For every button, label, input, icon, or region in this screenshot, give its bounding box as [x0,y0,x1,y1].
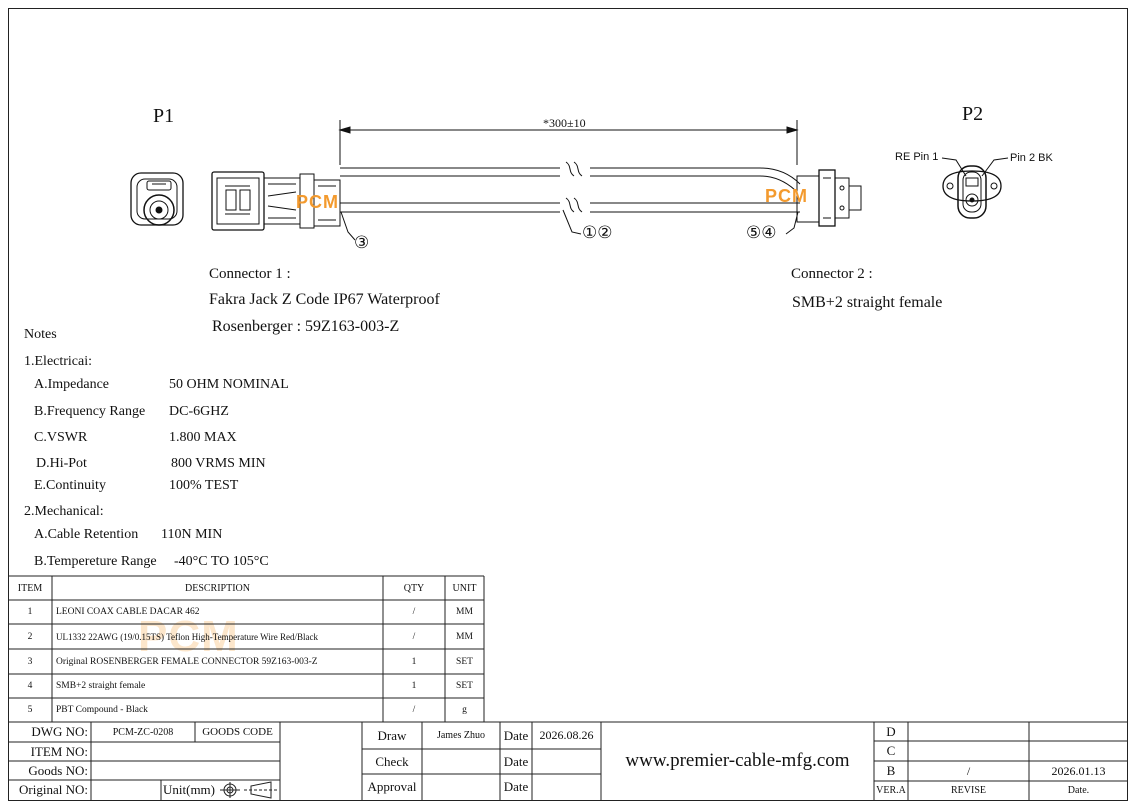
bom-cell-item: 1 [27,607,33,617]
electrical-heading: 1.Electricai: [24,354,93,369]
connector1-title: Connector 1 : [209,266,291,282]
note-label: A.Cable Retention [34,527,139,542]
bom-cell-unit: g [462,705,467,715]
bom-cell-qty: 1 [411,681,417,691]
note-label: E.Continuity [34,478,106,493]
pin1-label: RE Pin 1 [895,151,939,163]
p1-label: P1 [153,105,175,127]
pin2-label: Pin 2 BK [1010,152,1053,164]
p1-front-view [130,172,184,226]
note-label: D.Hi-Pot [36,456,87,471]
dwg-no-label: DWG NO: [31,724,88,739]
notes-title: Notes [24,327,57,342]
connector2-title: Connector 2 : [791,266,873,282]
pcm-watermark-logo: PCM [296,192,339,212]
bom-cell-item: 3 [27,656,33,667]
note-label: C.VSWR [34,430,88,445]
version-label: VER.A [876,785,906,796]
bom-header-unit: UNIT [452,582,477,594]
bom-cell-item: 2 [27,631,33,642]
check-label: Check [375,753,409,769]
rev-row-label: D [886,723,896,739]
goods-code-label: GOODS CODE [202,726,273,738]
note-value: 1.800 MAX [169,430,237,445]
note-value: 100% TEST [169,478,239,493]
bom-cell-qty: / [412,607,416,617]
connector2-side-view [796,169,862,227]
connector1-part: Rosenberger : 59Z163-003-Z [212,318,400,335]
bom-cell-unit: SET [456,656,473,667]
original-no-label: Original NO: [19,782,88,797]
bom-cell-qty: 1 [411,656,417,667]
note-label: B.Frequency Range [34,404,146,419]
callout-3: ③ [354,233,370,252]
pcm-watermark-logo: PCM [138,612,239,661]
note-label: A.Impedance [34,377,110,392]
connector2-type: SMB+2 straight female [792,294,943,311]
draw-date-label: Date [503,727,529,743]
p2-label: P2 [962,103,984,125]
rev-b-date: 2026.01.13 [1051,763,1106,778]
note-value: 800 VRMS MIN [171,456,266,471]
bom-cell-description: PBT Compound - Black [56,705,148,715]
approval-date-label: Date [503,779,529,794]
goods-no-label: Goods NO: [28,762,88,778]
pcm-watermark-logo: PCM [765,186,808,206]
bom-cell-item: 5 [27,705,33,715]
company-website: www.premier-cable-mfg.com [625,750,850,771]
bom-cell-description: UL1332 22AWG (19/0.15TS) Teflon High-Tem… [56,631,319,642]
bom-header-item: ITEM [17,582,43,594]
rev-b-revise: / [966,763,971,778]
dwg-no-value: PCM-ZC-0208 [112,726,174,738]
draw-label: Draw [377,727,407,743]
note-value: -40°C TO 105°C [174,554,269,569]
item-no-label: ITEM NO: [30,743,88,759]
bom-cell-description: Original ROSENBERGER FEMALE CONNECTOR 59… [56,656,318,667]
revise-label: REVISE [951,785,986,796]
bom-cell-item: 4 [27,681,33,691]
mechanical-heading: 2.Mechanical: [24,504,104,519]
bom-cell-description: SMB+2 straight female [56,681,146,691]
drawing-sheet [8,8,1128,801]
length-dimension: *300±10 [543,116,586,130]
bom-header-description: DESCRIPTION [184,582,250,594]
bom-cell-unit: MM [456,607,473,617]
rev-row-label: B [886,763,896,778]
bom-cell-description: LEONI COAX CABLE DACAR 462 [56,607,200,617]
cable-lines [340,161,801,213]
date-column-label: Date. [1067,785,1090,796]
p2-front-view [942,165,1002,219]
note-label: B.Tempereture Range [34,554,157,569]
bom-cell-qty: / [412,631,416,642]
note-value: 50 OHM NOMINAL [169,377,289,392]
note-value: 110N MIN [161,527,223,542]
draw-date: 2026.08.26 [539,728,594,742]
callout-5-4: ⑤④ [746,223,777,242]
bom-cell-unit: MM [456,631,473,642]
check-date-label: Date [503,753,529,769]
bom-cell-unit: SET [456,681,473,691]
rev-row-label: C [886,743,896,758]
connector1-type: Fakra Jack Z Code IP67 Waterproof [209,291,440,308]
callout-1-2: ①② [582,223,613,242]
draw-name: James Zhuo [436,730,486,741]
note-value: DC-6GHZ [169,404,229,419]
bom-cell-qty: / [412,705,416,715]
bom-header-qty: QTY [403,582,425,594]
unit-label: Unit(mm) [163,782,215,797]
approval-label: Approval [367,779,417,794]
